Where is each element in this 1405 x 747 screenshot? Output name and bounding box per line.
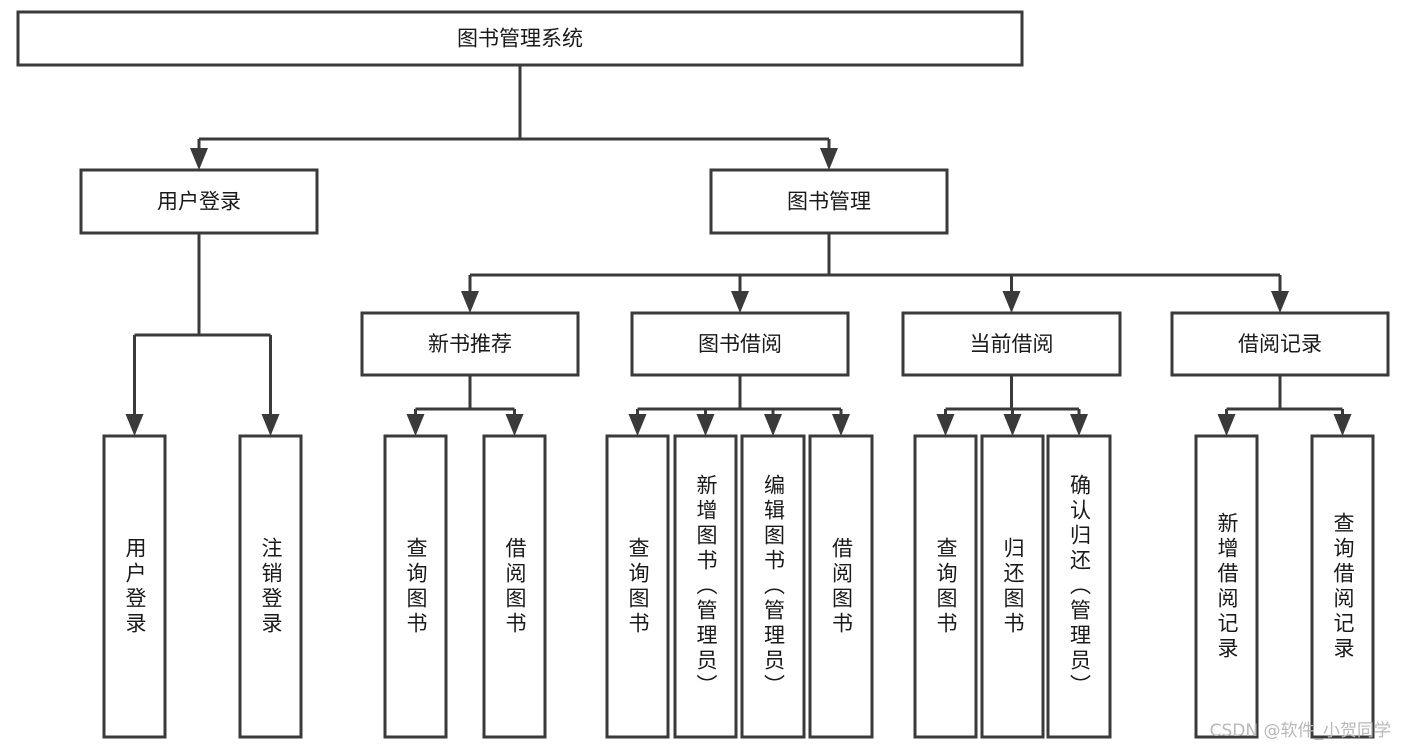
leaf-box-2 [383,434,448,739]
leaf-box-9 [980,434,1045,739]
node-新书推荐-l3-0 [360,311,580,377]
node-当前借阅-l3-2 [901,311,1122,377]
arrow-head-icon-l3-1 [731,291,749,313]
arrow-head-icon-leaf-1 [261,414,280,436]
leaf-box-4 [605,434,670,739]
arrow-head-icon-leaf-7 [832,414,850,436]
arrow-head-icon-l2-1 [820,148,838,170]
node-用户登录-l2-0 [79,168,319,235]
l2-label-1: 图书管理 [787,190,871,214]
leaf-box-1 [238,434,303,739]
node-图书借阅-l3-1 [630,311,850,377]
arrow-head-icon-leaf-2 [406,414,425,436]
arrow-head-icon-leaf-8 [936,414,955,436]
connector-lines [125,65,1352,436]
arrow-head-icon-leaf-10 [1070,414,1088,436]
l3-label-0: 新书推荐 [428,332,512,356]
leaf-box-11 [1194,434,1259,739]
leaf-box-6 [740,434,806,739]
leaf-box-10 [1046,434,1112,739]
leaf-box-8 [913,434,978,739]
arrow-head-icon-leaf-9 [1003,414,1022,436]
leaf-box-5 [673,434,738,739]
leaf-box-7 [808,434,874,739]
node-借阅记录-l3-3 [1170,311,1390,377]
arrow-head-icon-l3-0 [461,291,479,313]
l2-label-0: 用户登录 [157,190,241,214]
leaf-box-0 [102,434,167,739]
arrow-head-icon-leaf-3 [505,414,524,436]
arrow-head-icon-leaf-0 [125,414,144,436]
leaf-box-3 [482,434,547,739]
l3-label-1: 图书借阅 [698,332,782,356]
root-label: 图书管理系统 [457,27,583,51]
node-boxes [16,10,1390,739]
arrow-head-icon-l2-0 [190,148,208,170]
node-图书管理系统-root [16,10,1024,67]
arrow-head-icon-leaf-12 [1333,414,1352,436]
arrow-head-icon-leaf-11 [1217,414,1236,436]
arrow-head-icon-leaf-4 [628,414,647,436]
arrow-head-icon-l3-2 [1002,291,1021,313]
node-图书管理-l2-1 [709,168,949,235]
arrow-head-icon-l3-3 [1271,291,1289,313]
arrow-head-icon-leaf-6 [764,414,782,436]
l3-label-2: 当前借阅 [970,332,1054,356]
arrow-head-icon-leaf-5 [696,414,715,436]
leaf-box-12 [1310,434,1375,739]
l3-label-3: 借阅记录 [1238,332,1322,356]
